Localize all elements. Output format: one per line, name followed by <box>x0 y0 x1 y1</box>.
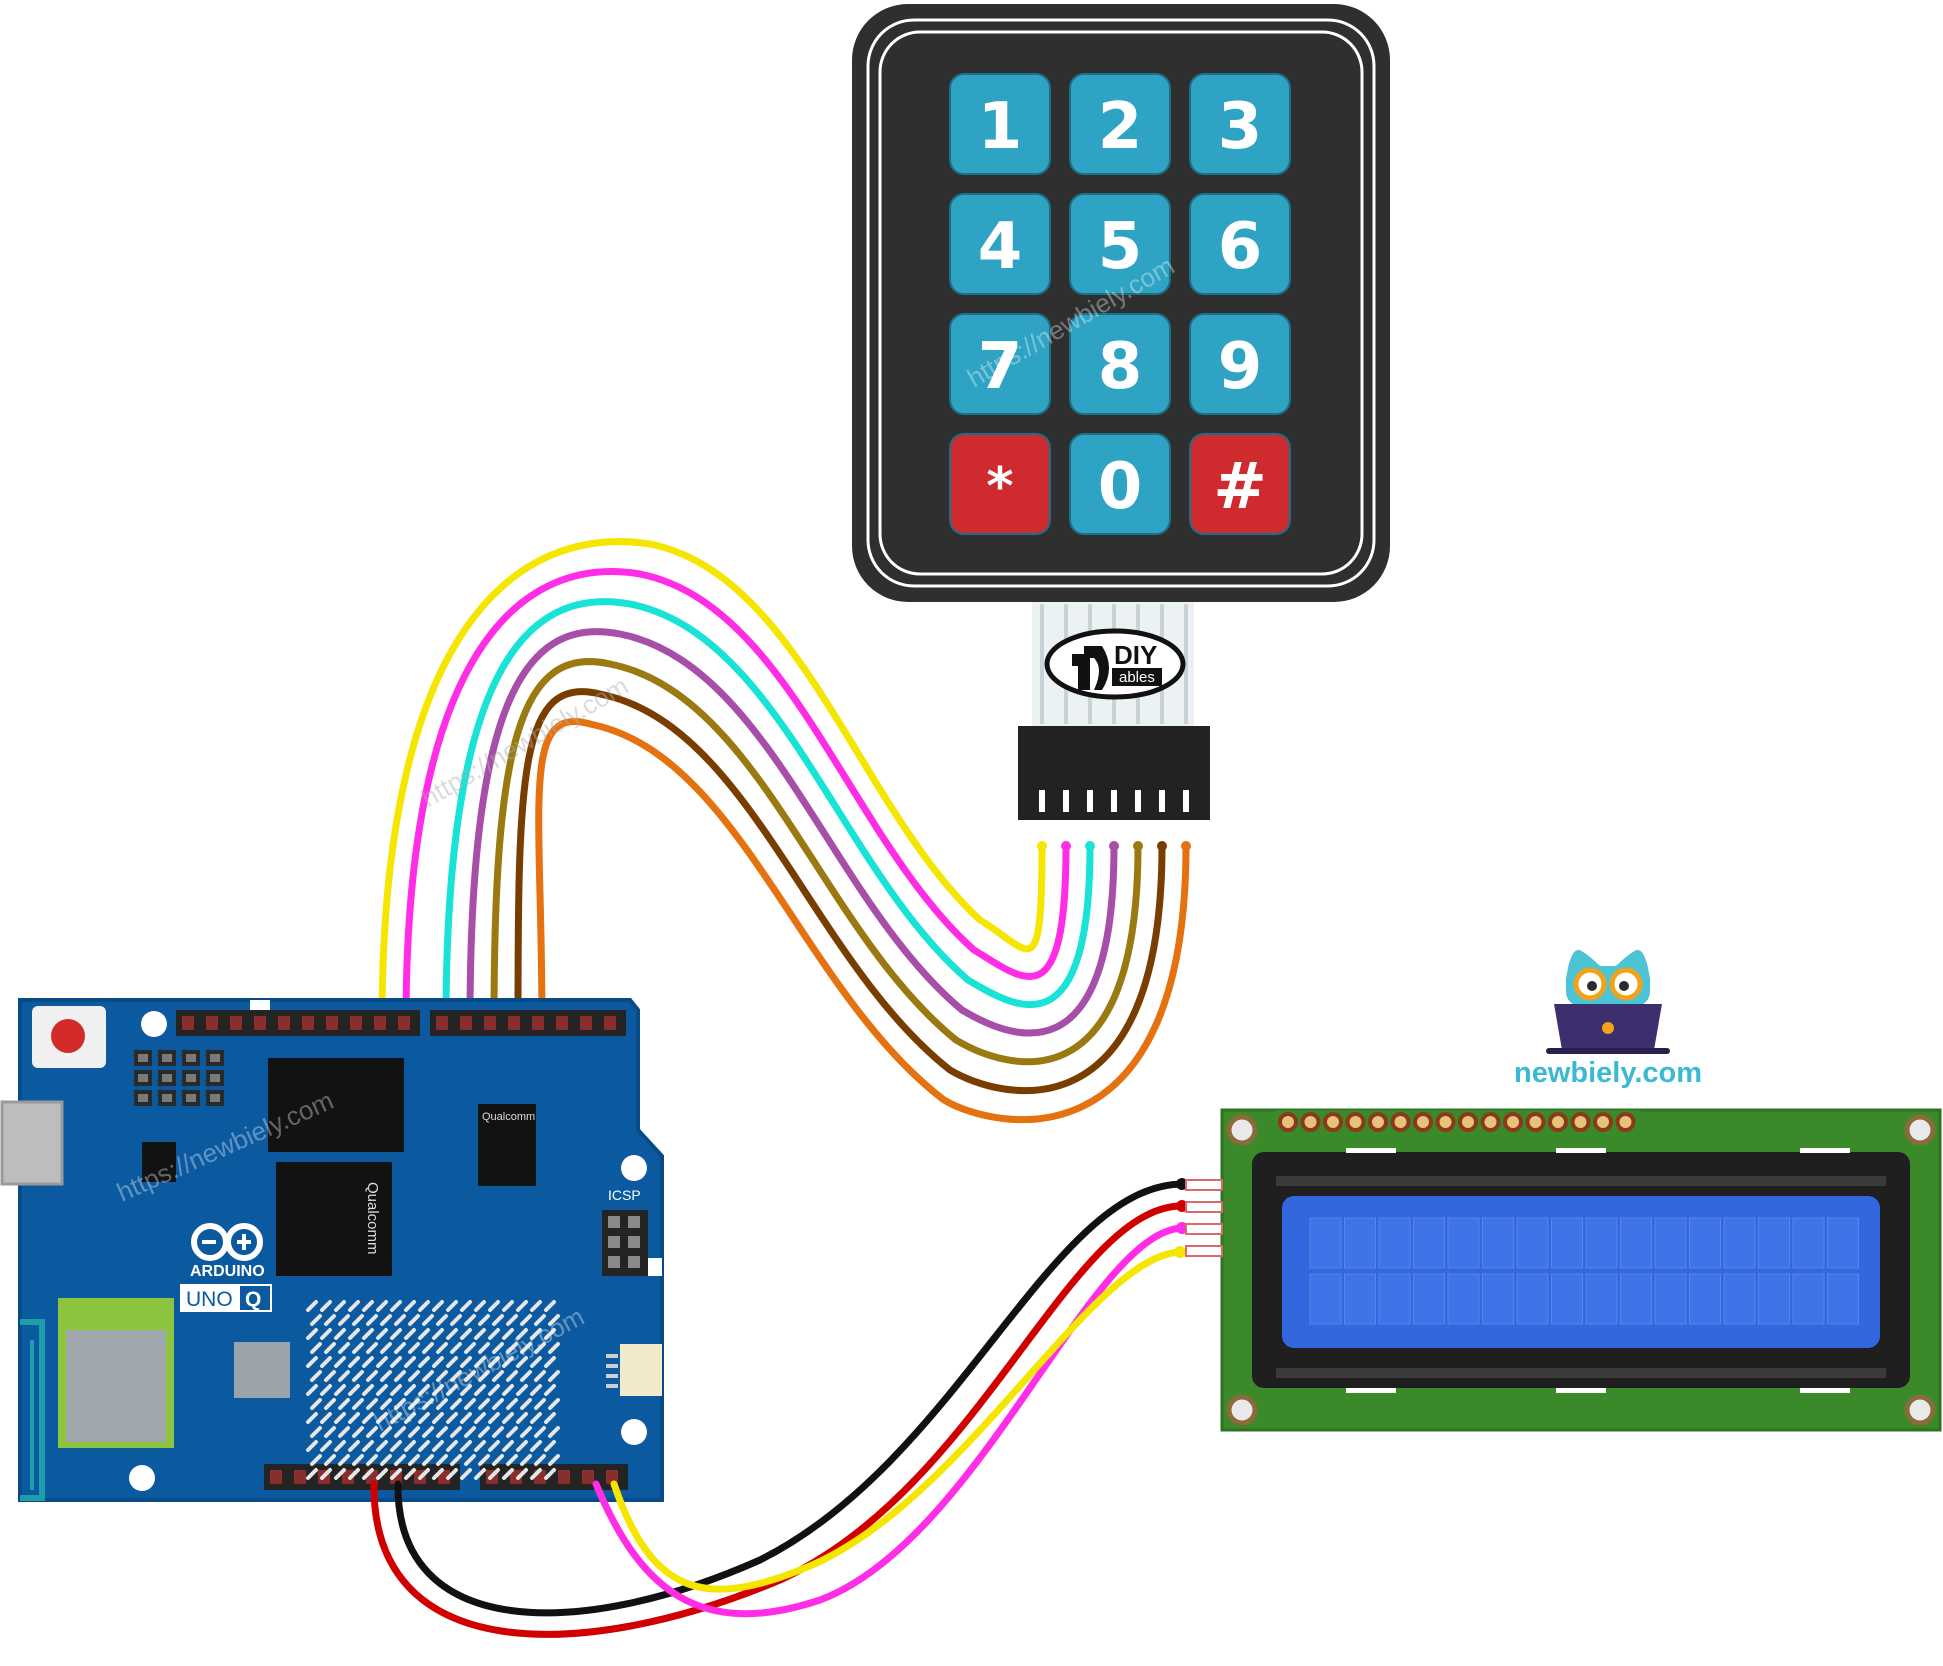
key-label: 5 <box>1098 210 1143 284</box>
keypad-key[interactable]: 5 <box>1069 193 1171 295</box>
keypad-connector <box>1018 726 1210 820</box>
mounting-hole <box>1226 1114 1258 1146</box>
icsp-header <box>602 1210 662 1276</box>
arduino-board: Qualcomm Qualcomm ARDUINO <box>0 998 664 1502</box>
keypad-wire <box>514 688 1166 1094</box>
keypad-key[interactable]: 3 <box>1189 73 1291 175</box>
keypad: 1 2 3 4 5 6 7 8 9 * 0 # <box>852 4 1390 602</box>
keypad-wire <box>490 658 1142 1066</box>
board-brand: ARDUINO <box>190 1263 265 1280</box>
reset-button <box>32 1006 106 1068</box>
mounting-hole <box>621 1155 647 1181</box>
board-model: UNO <box>186 1288 233 1311</box>
mounting-hole <box>621 1419 647 1445</box>
mounting-hole <box>129 1465 155 1491</box>
lcd-wire-scl <box>610 1248 1184 1593</box>
keypad-key[interactable]: 4 <box>949 193 1051 295</box>
key-label: 4 <box>978 210 1023 284</box>
board-model-badge: Q <box>245 1288 261 1311</box>
keypad-wire <box>378 538 1046 1026</box>
lcd-wires <box>370 1178 1188 1638</box>
key-label: 9 <box>1218 330 1263 404</box>
usb-port <box>0 1100 64 1186</box>
keypad-key[interactable]: * <box>949 433 1051 535</box>
keypad-key[interactable]: 1 <box>949 73 1051 175</box>
keypad-key[interactable]: 6 <box>1189 193 1291 295</box>
key-label: 8 <box>1098 330 1143 404</box>
chip-main <box>268 1058 404 1152</box>
lcd-i2c-pins <box>1185 1179 1223 1257</box>
header-bottom-right <box>480 1464 628 1490</box>
heatsink-grid <box>306 1300 560 1480</box>
lcd-wire-gnd <box>394 1180 1186 1617</box>
keypad-key[interactable]: 0 <box>1069 433 1171 535</box>
keypad-key[interactable]: 9 <box>1189 313 1291 415</box>
mounting-hole <box>1904 1114 1936 1146</box>
icsp-label: ICSP <box>608 1187 641 1203</box>
lcd-wire-sda <box>592 1224 1186 1618</box>
logo-brand-bottom: ables <box>1119 669 1155 686</box>
header-top-left <box>176 1010 420 1036</box>
connector-white <box>620 1344 662 1396</box>
keypad-keys: 1 2 3 4 5 6 7 8 9 * 0 # <box>949 73 1291 535</box>
logo-brand-top: DIY <box>1114 640 1157 670</box>
arduino-logo-icon <box>191 1223 263 1261</box>
newbiely-owl-icon <box>1546 949 1670 1054</box>
header-top-right <box>430 1010 626 1036</box>
keypad-wire <box>442 598 1094 1026</box>
header-bottom-left <box>264 1464 460 1490</box>
keypad-wire <box>535 718 1190 1124</box>
chip-label-1: Qualcomm <box>482 1111 535 1123</box>
mounting-hole <box>1904 1394 1936 1426</box>
keypad-border-outer <box>866 18 1376 588</box>
chip-tiny <box>142 1142 176 1182</box>
mounting-hole <box>1226 1394 1258 1426</box>
site-name: newbiely.com <box>1514 1057 1702 1089</box>
key-label: # <box>1213 450 1267 524</box>
keypad-wire <box>402 568 1070 1026</box>
key-label: 0 <box>1098 450 1143 524</box>
keypad-key[interactable]: # <box>1189 433 1291 535</box>
pad-gray <box>234 1342 290 1398</box>
key-label: 1 <box>978 90 1023 164</box>
diyables-logo: DIY ables <box>1044 628 1186 700</box>
keypad-wire <box>466 628 1118 1037</box>
keypad-key[interactable]: 8 <box>1069 313 1171 415</box>
key-label: 7 <box>978 330 1023 404</box>
keypad-border-inner <box>878 30 1364 576</box>
chip-qualcomm-large <box>276 1162 392 1276</box>
chip-label-2: Qualcomm <box>364 1182 381 1255</box>
key-label: 2 <box>1098 90 1143 164</box>
header-small <box>134 1050 224 1106</box>
lcd-character-cells <box>1309 1217 1859 1325</box>
wifi-module <box>20 1298 174 1501</box>
keypad-key[interactable]: 7 <box>949 313 1051 415</box>
keypad-key[interactable]: 2 <box>1069 73 1171 175</box>
keypad-wires <box>378 538 1191 1124</box>
key-label: * <box>986 457 1013 517</box>
lcd-header-pins <box>1276 1110 1640 1136</box>
key-label: 3 <box>1218 90 1263 164</box>
key-label: 6 <box>1218 210 1263 284</box>
mounting-hole <box>141 1011 167 1037</box>
lcd-module <box>1185 1108 1942 1432</box>
chip-qualcomm-small <box>478 1104 536 1186</box>
